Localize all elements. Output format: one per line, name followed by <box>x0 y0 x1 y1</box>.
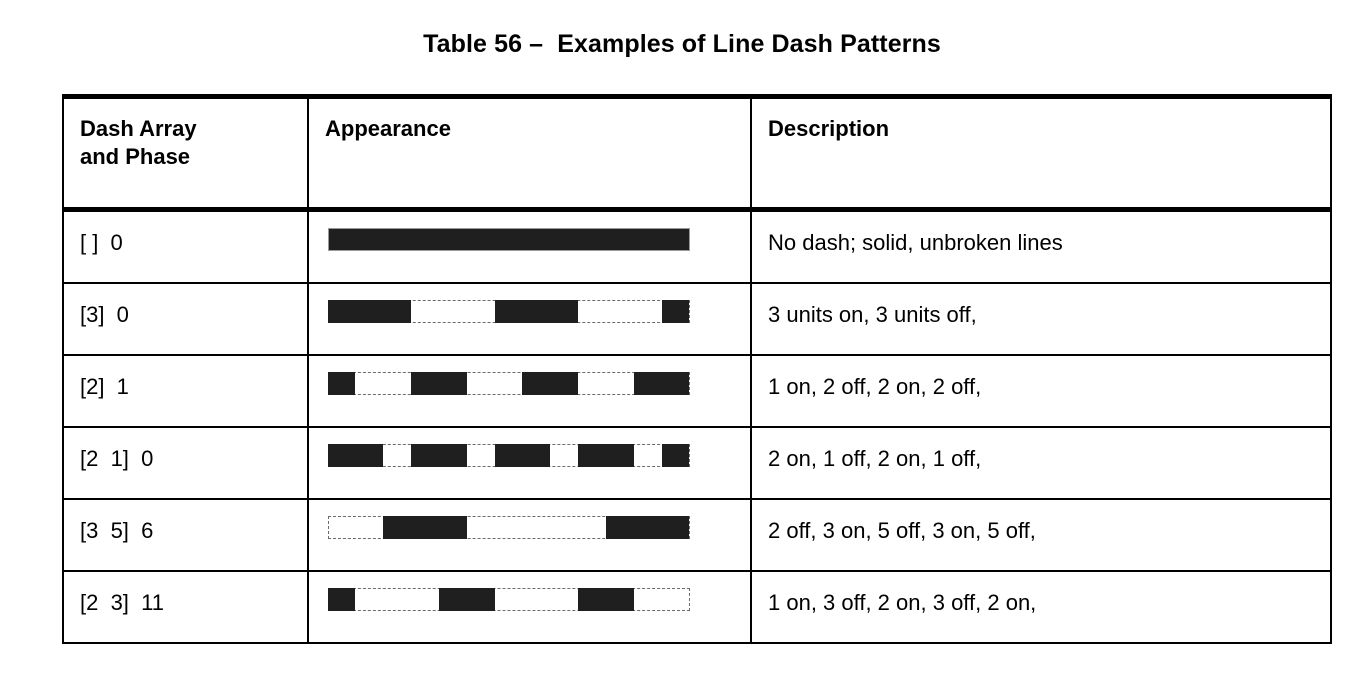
table-header-row: Dash Array and Phase Appearance Descript… <box>62 94 1332 212</box>
table-row: [2] 1 1 on, 2 off, 2 on, 2 off, <box>62 354 1332 428</box>
description-text: 1 on, 3 off, 2 on, 3 off, 2 on, <box>768 590 1037 615</box>
dash-array-value: [2 1] 0 <box>80 446 154 471</box>
table-header: Dash Array and Phase Appearance Descript… <box>62 94 1332 212</box>
dash-pattern-sample <box>327 443 690 467</box>
dash-segment <box>438 587 495 611</box>
cell-appearance <box>307 354 752 428</box>
dash-segment <box>383 515 467 539</box>
dash-segment <box>327 587 356 611</box>
dash-pattern-sample <box>328 228 690 251</box>
column-header-dash-array-label: Dash Array and Phase <box>80 116 197 170</box>
dash-segment <box>633 371 690 395</box>
description-text: 3 units on, 3 units off, <box>768 302 977 327</box>
cell-dash-array: [3] 0 <box>62 282 309 356</box>
table-body: [ ] 0 No dash; solid, unbroken lines [3] 0… <box>62 208 1332 644</box>
dash-pattern-sample <box>328 515 690 539</box>
cell-dash-array: [3 5] 6 <box>62 498 309 572</box>
line-dash-patterns-table: Dash Array and Phase Appearance Descript… <box>62 94 1332 644</box>
column-header-dash-array: Dash Array and Phase <box>62 94 309 212</box>
cell-dash-array: [2] 1 <box>62 354 309 428</box>
column-header-description-label: Description <box>768 116 890 141</box>
dash-array-value: [3 5] 6 <box>80 518 154 543</box>
table-row: [ ] 0 No dash; solid, unbroken lines <box>62 208 1332 284</box>
dash-segment <box>578 587 634 611</box>
dash-segment <box>578 443 634 467</box>
description-text: 1 on, 2 off, 2 on, 2 off, <box>768 374 982 399</box>
cell-description: 1 on, 3 off, 2 on, 3 off, 2 on, <box>750 570 1332 644</box>
dash-segment <box>522 371 579 395</box>
dash-segment <box>411 371 467 395</box>
description-text: 2 off, 3 on, 5 off, 3 on, 5 off, <box>768 518 1036 543</box>
dash-segment <box>661 443 690 467</box>
dash-array-value: [3] 0 <box>80 302 129 327</box>
cell-description: No dash; solid, unbroken lines <box>750 208 1332 284</box>
dash-array-value: [2] 1 <box>80 374 129 399</box>
cell-dash-array: [ ] 0 <box>62 208 309 284</box>
cell-appearance <box>307 208 752 284</box>
cell-description: 2 off, 3 on, 5 off, 3 on, 5 off, <box>750 498 1332 572</box>
column-header-appearance-label: Appearance <box>325 116 451 141</box>
cell-description: 1 on, 2 off, 2 on, 2 off, <box>750 354 1332 428</box>
dash-array-value: [2 3] 11 <box>80 590 164 615</box>
dash-segment <box>605 515 690 539</box>
dash-array-value: [ ] 0 <box>80 230 123 255</box>
dash-segment <box>494 299 579 323</box>
cell-appearance <box>307 498 752 572</box>
description-text: 2 on, 1 off, 2 on, 1 off, <box>768 446 982 471</box>
cell-appearance <box>307 426 752 500</box>
cell-appearance <box>307 282 752 356</box>
description-text: No dash; solid, unbroken lines <box>768 230 1063 255</box>
dash-pattern-sample <box>327 587 690 611</box>
table-row: [3] 0 3 units on, 3 units off, <box>62 282 1332 356</box>
dash-segment <box>411 443 467 467</box>
page-title: Table 56 – Examples of Line Dash Pattern… <box>423 30 941 58</box>
cell-appearance <box>307 570 752 644</box>
dash-segment <box>494 443 551 467</box>
cell-dash-array: [2 3] 11 <box>62 570 309 644</box>
table-row: [3 5] 6 2 off, 3 on, 5 off, 3 on, 5 off, <box>62 498 1332 572</box>
table-row: [2 3] 11 1 on, 3 off, 2 on, 3 off, 2 on, <box>62 570 1332 644</box>
dash-segment <box>327 371 356 395</box>
dash-pattern-sample <box>327 371 690 395</box>
cell-dash-array: [2 1] 0 <box>62 426 309 500</box>
dash-segment <box>327 443 384 467</box>
cell-description: 2 on, 1 off, 2 on, 1 off, <box>750 426 1332 500</box>
cell-description: 3 units on, 3 units off, <box>750 282 1332 356</box>
dash-segment <box>661 299 690 323</box>
dash-segment <box>327 299 412 323</box>
column-header-appearance: Appearance <box>307 94 752 212</box>
dash-pattern-sample <box>327 299 690 323</box>
column-header-description: Description <box>750 94 1332 212</box>
table-row: [2 1] 0 2 on, 1 off, 2 on, 1 off, <box>62 426 1332 500</box>
